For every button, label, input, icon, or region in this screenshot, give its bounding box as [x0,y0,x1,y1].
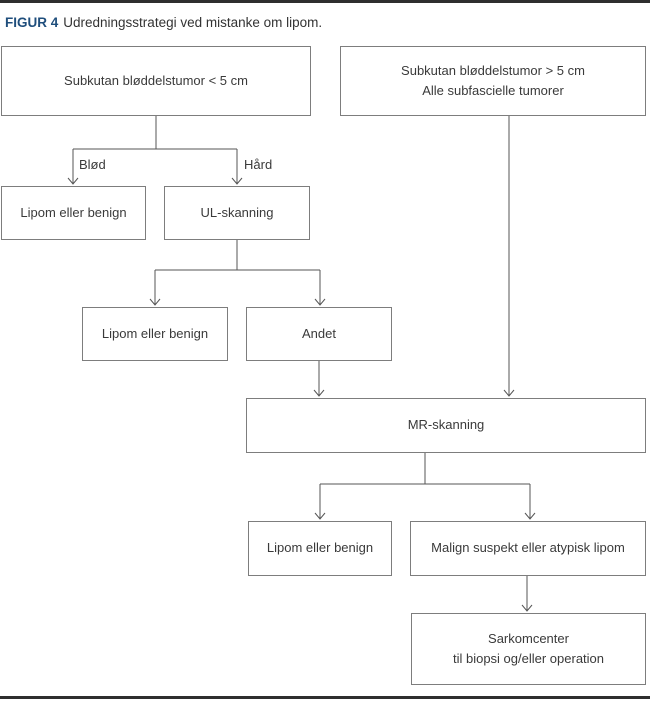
top-rule [0,0,650,3]
edge-label-blod: Blød [79,157,106,172]
node-label-line1: Sarkomcenter [488,630,569,646]
node-subkutan-bloddelstumor-large: Subkutan bløddelstumor > 5 cm Alle subfa… [340,46,646,116]
node-ul-skanning: UL-skanning [164,186,310,240]
bottom-rule [0,696,650,699]
node-lipom-eller-benign-1: Lipom eller benign [1,186,146,240]
node-label-line1: Subkutan bløddelstumor > 5 cm [401,62,585,78]
node-label: UL-skanning [200,204,274,220]
node-label: Subkutan bløddelstumor < 5 cm [64,72,248,88]
node-label: MR-skanning [407,417,485,433]
node-label-line2: til biopsi og/eller operation [452,651,605,666]
figure-number: FIGUR 4 [5,15,59,30]
node-andet: Andet [246,307,392,361]
node-subkutan-bloddelstumor-small: Subkutan bløddelstumor < 5 cm [1,46,311,116]
node-mr-skanning: MR-skanning [246,398,646,453]
edge-label-hard: Hård [244,157,273,172]
figure-caption: FIGUR 4 Udredningsstrategi ved mistanke o… [5,15,322,30]
figure-caption-text: Udredningsstrategi ved mistanke om lipom… [63,15,323,30]
node-lipom-eller-benign-2: Lipom eller benign [82,307,228,361]
node-label: Lipom eller benign [101,325,209,341]
node-sarkomcenter: Sarkomcenter til biopsi og/eller operati… [411,613,646,685]
node-lipom-eller-benign-3: Lipom eller benign [248,521,392,576]
connector-lines [72,116,531,611]
arrowheads [67,177,536,612]
node-malign-suspekt-atypisk-lipom: Malign suspekt eller atypisk lipom [410,521,646,576]
node-label: Malign suspekt eller atypisk lipom [431,540,625,556]
node-label-line2: Alle subfascielle tumorer [422,83,564,98]
node-label: Lipom eller benign [20,204,127,220]
node-label: Andet [302,325,336,341]
node-label: Lipom eller benign [266,540,374,556]
